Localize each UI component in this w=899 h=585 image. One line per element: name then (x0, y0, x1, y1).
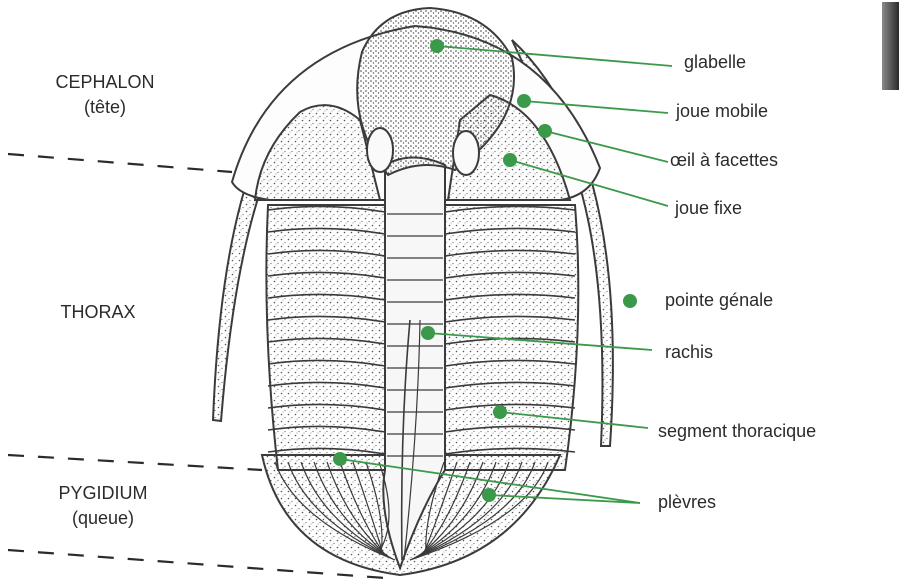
marker-plevres-a (333, 452, 347, 466)
region-pygidium-name: PYGIDIUM (28, 481, 178, 506)
thorax-right-pleura (445, 205, 578, 470)
marker-glabelle (430, 39, 444, 53)
marker-joue-fixe (503, 153, 517, 167)
marker-plevres-b (482, 488, 496, 502)
marker-oeil (538, 124, 552, 138)
label-joue-mobile: joue mobile (676, 101, 768, 122)
label-oeil: œil à facettes (670, 150, 778, 171)
marker-segment (493, 405, 507, 419)
region-thorax-name: THORAX (28, 300, 168, 325)
marker-joue-mobile (517, 94, 531, 108)
label-segment: segment thoracique (658, 421, 816, 442)
marker-rachis (421, 326, 435, 340)
region-cephalon-name: CEPHALON (30, 70, 180, 95)
eye-left (367, 128, 393, 172)
region-cephalon: CEPHALON (tête) (30, 70, 180, 120)
scan-edge-mark (882, 2, 899, 90)
label-plevres: plèvres (658, 492, 716, 513)
region-pygidium: PYGIDIUM (queue) (28, 481, 178, 531)
label-pointe-genale: pointe génale (665, 290, 773, 311)
divider-thorax-pygidium (8, 455, 262, 470)
marker-pointe-genale (623, 294, 637, 308)
label-joue-fixe: joue fixe (675, 198, 742, 219)
divider-cephalon-thorax (8, 154, 232, 172)
label-glabelle: glabelle (684, 52, 746, 73)
thorax-left-pleura (266, 205, 385, 470)
eye-right (453, 131, 479, 175)
divider-bottom (8, 550, 385, 578)
label-rachis: rachis (665, 342, 713, 363)
region-cephalon-sub: (tête) (30, 95, 180, 120)
region-thorax: THORAX (28, 300, 168, 325)
region-pygidium-sub: (queue) (28, 506, 178, 531)
